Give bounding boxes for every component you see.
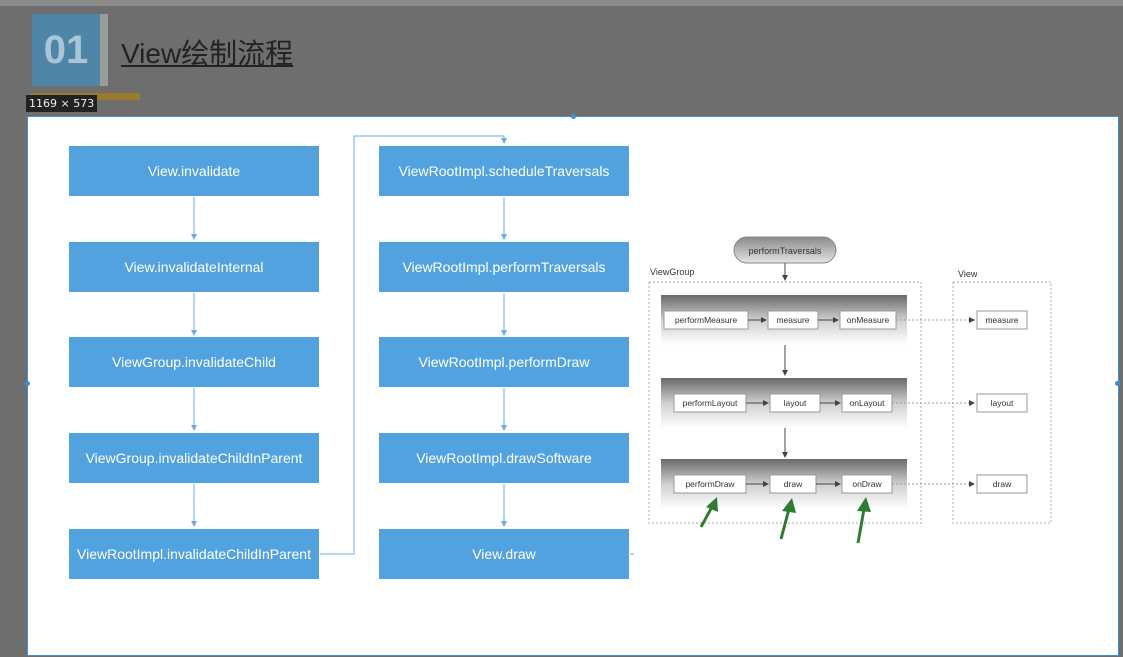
flow-box-perform-traversals: ViewRootImpl.performTraversals xyxy=(379,242,629,292)
section-number-side xyxy=(100,14,108,86)
view-layout-box xyxy=(976,393,1028,413)
view-draw-box xyxy=(976,474,1028,494)
traversal-diagram: performTraversals ViewGroup View perform… xyxy=(648,236,1052,544)
view-label: View xyxy=(958,269,978,279)
flow-box-view-invalidate: View.invalidate xyxy=(69,146,319,196)
resize-handle-left[interactable] xyxy=(25,381,30,386)
view-measure-label: measure xyxy=(985,315,1018,325)
layout-label: layout xyxy=(784,398,807,408)
green-annotation-arrow-1 xyxy=(699,497,718,528)
image-size-badge: 1169 × 573 xyxy=(26,95,98,112)
flow-box-viewrootimpl-invalidate-child-in-parent: ViewRootImpl.invalidateChildInParent xyxy=(69,529,319,579)
section-number: 01 xyxy=(32,14,100,86)
page-title: View绘制流程 xyxy=(121,38,294,69)
diagram-image-frame[interactable]: View.invalidate View.invalidateInternal … xyxy=(25,114,1120,656)
perform-traversals-label: performTraversals xyxy=(749,246,822,256)
flow-box-viewgroup-invalidate-child-in-parent: ViewGroup.invalidateChildInParent xyxy=(69,433,319,483)
flow-box-schedule-traversals: ViewRootImpl.scheduleTraversals xyxy=(379,146,629,196)
perform-draw-label: performDraw xyxy=(685,479,735,489)
view-measure-box xyxy=(976,310,1028,330)
green-annotation-arrow-2 xyxy=(779,498,796,540)
perform-layout-label: performLayout xyxy=(683,398,738,408)
resize-handle-top[interactable] xyxy=(571,114,576,119)
top-bar xyxy=(0,0,1123,6)
perform-measure-label: performMeasure xyxy=(675,315,738,325)
on-layout-label: onLayout xyxy=(850,398,886,408)
view-draw-label: draw xyxy=(993,479,1012,489)
measure-label: measure xyxy=(776,315,809,325)
view-layout-label: layout xyxy=(991,398,1014,408)
resize-handle-right[interactable] xyxy=(1115,381,1120,386)
flow-box-viewgroup-invalidate-child: ViewGroup.invalidateChild xyxy=(69,337,319,387)
flow-box-view-draw: View.draw xyxy=(379,529,629,579)
green-annotation-arrow-3 xyxy=(856,497,871,544)
on-draw-label: onDraw xyxy=(852,479,882,489)
flow-box-perform-draw: ViewRootImpl.performDraw xyxy=(379,337,629,387)
viewgroup-label: ViewGroup xyxy=(650,267,694,277)
draw-label: draw xyxy=(784,479,803,489)
on-measure-label: onMeasure xyxy=(847,315,890,325)
flow-connectors xyxy=(191,135,634,555)
flow-box-view-invalidate-internal: View.invalidateInternal xyxy=(69,242,319,292)
flow-box-draw-software: ViewRootImpl.drawSoftware xyxy=(379,433,629,483)
